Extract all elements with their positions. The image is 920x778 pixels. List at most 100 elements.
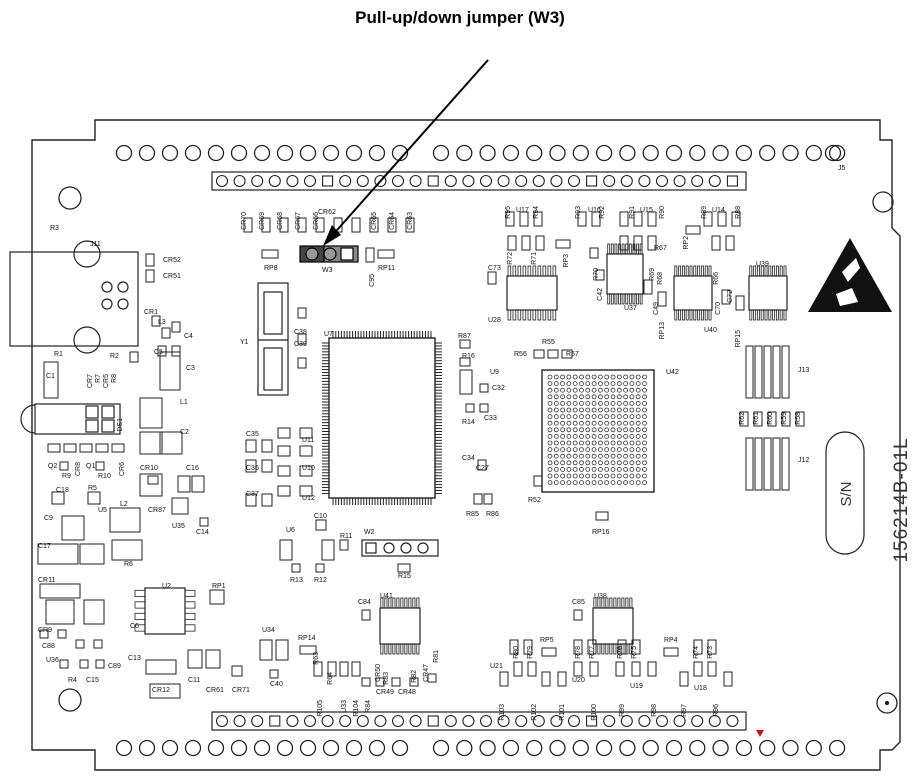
pin1-marker: [756, 730, 764, 737]
ref-r5: R5: [88, 485, 97, 492]
ref-l3: L3: [158, 319, 166, 326]
ref-rp4: RP4: [664, 637, 678, 644]
ref-r66: R66: [713, 272, 720, 285]
ref-c6: C6: [130, 623, 139, 630]
ref-c89: C89: [108, 663, 121, 670]
ref-cr87: CR87: [148, 507, 166, 514]
ref-r12: R12: [314, 577, 327, 584]
ref-c38: C38: [294, 329, 307, 336]
ref-w3: W3: [322, 267, 333, 274]
corner-hole-tl: [58, 186, 82, 210]
ref-r70: R70: [593, 268, 600, 281]
chip-u7: [322, 331, 442, 505]
ref-r61: R61: [753, 412, 760, 425]
ref-r62: R62: [739, 412, 746, 425]
ref-c18: C18: [56, 487, 69, 494]
ref-j11: J11: [90, 241, 101, 248]
ref-r86: R86: [486, 511, 499, 518]
serial-box: [825, 431, 865, 555]
ref-r3: R3: [50, 225, 59, 232]
ref-j13: J13: [798, 367, 809, 374]
ref-c1: C1: [46, 373, 55, 380]
ref-cr12: CR12: [152, 687, 170, 694]
ref-u15: U15: [640, 207, 653, 214]
ref-u37: U37: [624, 305, 637, 312]
ref-c35: C35: [246, 431, 259, 438]
bottom-mounting-holes: [115, 739, 846, 757]
ref-r100: R100: [591, 704, 598, 721]
ref-cr71: CR71: [232, 687, 250, 694]
ref-r98: R98: [651, 704, 658, 717]
ref-cr61: CR61: [206, 687, 224, 694]
ref-c85: C85: [572, 599, 585, 606]
ref-r88: R88: [735, 206, 742, 219]
ref-c42: C42: [597, 288, 604, 301]
ref-r55: R55: [542, 339, 555, 346]
ref-u10: U10: [302, 465, 315, 472]
ref-l1: L1: [180, 399, 188, 406]
ref-r82: R82: [411, 670, 418, 683]
ref-c39: C39: [294, 341, 307, 348]
header-bottom: [211, 711, 747, 731]
corner-hole-tr: [872, 191, 894, 213]
ref-r67: R67: [654, 245, 667, 252]
ref-u34: U34: [262, 627, 275, 634]
figure-title: Pull-up/down jumper (W3): [355, 8, 565, 27]
ref-r83: R83: [383, 672, 390, 685]
ref-r97: R97: [681, 704, 688, 717]
ref-j12: J12: [798, 457, 809, 464]
ref-r95: R95: [505, 206, 512, 219]
crystal-y1: [257, 282, 289, 396]
ref-c40: C40: [270, 681, 283, 688]
ref-u20: U20: [572, 677, 585, 684]
ref-r75: R75: [631, 646, 638, 659]
ref-cr7: CR7: [87, 374, 94, 388]
ref-w2: W2: [364, 529, 375, 536]
header-j5-pins: [215, 174, 738, 188]
ref-u6: U6: [286, 527, 295, 534]
ref-c3: C3: [186, 365, 195, 372]
ref-r60: R60: [767, 412, 774, 425]
ref-u41: U41: [380, 593, 393, 600]
callout-arrow: [329, 59, 489, 239]
ref-r8: R8: [111, 374, 118, 383]
ref-r57: R57: [566, 351, 579, 358]
ref-u18: U18: [694, 685, 707, 692]
ref-u21: U21: [490, 663, 503, 670]
ref-c84: C84: [358, 599, 371, 606]
serial-label: S/N: [838, 481, 855, 506]
ref-r77: R77: [589, 646, 596, 659]
ref-c13: C13: [128, 655, 141, 662]
ref-r99: R99: [619, 704, 626, 717]
ref-r64: R64: [327, 672, 334, 685]
ref-rp13: RP13: [659, 322, 666, 340]
ref-cr11: CR11: [38, 577, 55, 584]
ref-r6: R6: [124, 561, 133, 568]
ref-cr69: CR69: [259, 212, 266, 230]
ref-r94: R94: [533, 206, 540, 219]
jumper-w2: [361, 539, 439, 557]
ref-r59: R59: [781, 412, 788, 425]
ref-u11: U11: [302, 437, 314, 444]
ref-cr49: CR49: [376, 689, 394, 696]
ref-r87: R87: [458, 333, 471, 340]
ref-rp5: RP5: [540, 637, 554, 644]
ref-r69: R69: [649, 268, 656, 281]
ref-r92: R92: [599, 206, 606, 219]
ref-r73: R73: [707, 646, 714, 659]
ref-r1: R1: [54, 351, 63, 358]
ref-q1: Q1: [86, 463, 95, 470]
ref-r52: R52: [528, 497, 541, 504]
ref-ds1: DS1: [117, 418, 124, 432]
ref-r102: R102: [531, 704, 538, 721]
ref-cr63: CR63: [407, 212, 414, 230]
ref-r79: R79: [527, 646, 534, 659]
ref-r89: R89: [701, 206, 708, 219]
ref-cr47: CR47: [423, 664, 430, 682]
ref-c11: C11: [188, 677, 200, 684]
ref-u42: U42: [666, 369, 679, 376]
corner-hole-br: [876, 692, 898, 714]
connector-j11: [9, 251, 139, 347]
ref-r81: R81: [433, 650, 440, 663]
